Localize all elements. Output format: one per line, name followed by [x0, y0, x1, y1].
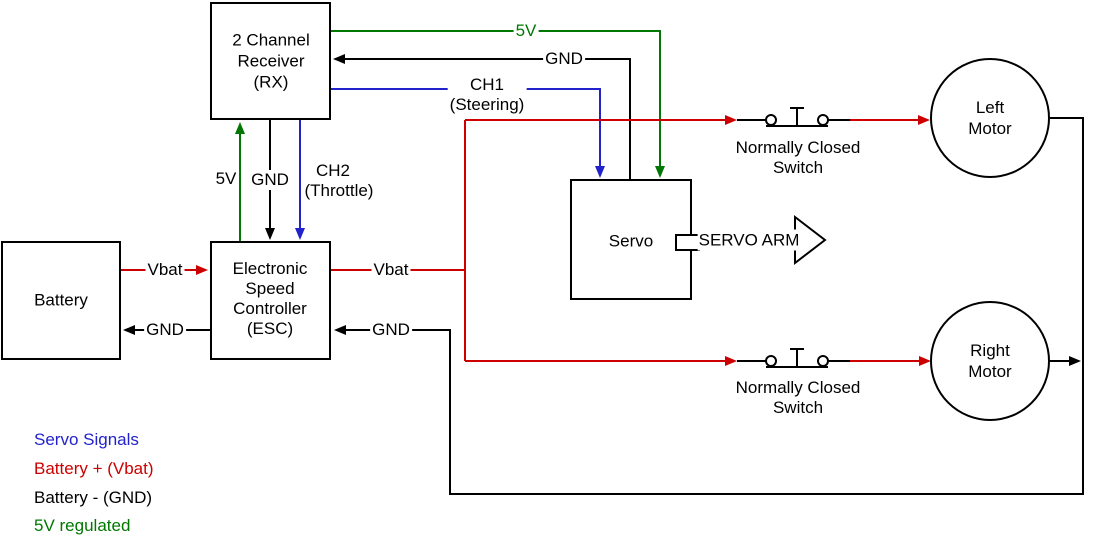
nc-switch-top [737, 107, 850, 127]
left-motor-label-line2: Motor [968, 119, 1012, 138]
left-motor-label: Left Motor [968, 97, 1011, 139]
right-motor-label-line1: Right [970, 341, 1010, 360]
label-gnd-battery: GND [144, 320, 186, 340]
battery-box [1, 241, 121, 360]
right-motor-label: Right Motor [968, 340, 1011, 382]
nc-switch-top-label-line2: Switch [772, 158, 824, 177]
label-vbat-battery: Vbat [145, 260, 185, 280]
label-ch1-line2: (Steering) [449, 95, 525, 114]
label-gnd-esc-out: GND [370, 320, 412, 340]
esc-label-line2: Speed [245, 279, 295, 298]
label-vbat-esc-out: Vbat [371, 260, 411, 280]
servo-label: Servo [608, 231, 654, 251]
receiver-label: 2 Channel Receiver (RX) [232, 30, 310, 93]
battery-label: Battery [34, 290, 88, 310]
wire-vbat-bottom-branch [465, 356, 931, 366]
wire-gnd-right-motor [1049, 356, 1081, 366]
label-gnd-left: GND [249, 170, 291, 190]
nc-switch-top-label: Normally Closed Switch [736, 138, 861, 178]
legend-battery-minus: Battery - (GND) [34, 488, 153, 507]
label-gnd-top: GND [543, 49, 585, 69]
wire-ch2-throttle [295, 120, 305, 240]
receiver-label-line2: Receiver [237, 51, 305, 71]
legend-5v-regulated: 5V regulated [34, 516, 131, 535]
wire-gnd-servo-to-rx [333, 54, 631, 179]
label-5v-top: 5V [513, 21, 539, 41]
label-ch2: CH2 [313, 161, 353, 181]
nc-switch-bottom-label: Normally Closed Switch [736, 378, 861, 418]
nc-switch-bottom-label-line1: Normally Closed [735, 378, 861, 397]
receiver-label-line1: 2 Channel [232, 30, 310, 50]
receiver-box [210, 2, 331, 120]
receiver-label-line3: (RX) [253, 72, 289, 92]
servo-arm-label: SERVO ARM [697, 229, 801, 251]
left-motor-label-line1: Left [975, 98, 1005, 117]
nc-switch-bottom-label-line2: Switch [772, 398, 824, 417]
esc-label-line3: Controller [233, 299, 307, 318]
label-5v-left: 5V [213, 169, 239, 189]
esc-label-line4: (ESC) [246, 319, 294, 338]
nc-switch-bottom [737, 348, 850, 368]
wire-gnd-motor-loop [334, 117, 1084, 495]
legend-servo-signals: Servo Signals [34, 430, 139, 449]
nc-switch-top-label-line1: Normally Closed [735, 138, 861, 157]
esc-label-line1: Electronic [232, 259, 308, 278]
esc-label: Electronic Speed Controller (ESC) [233, 259, 308, 339]
label-ch2-sub: (Throttle) [302, 181, 376, 201]
label-ch1-line1: CH1 [469, 75, 505, 94]
esc-box [210, 241, 331, 360]
right-motor-label-line2: Motor [968, 362, 1012, 381]
servo-horn [675, 234, 700, 251]
wire-vbat-top-branch [465, 115, 930, 125]
legend-battery-plus: Battery + (Vbat) [34, 459, 154, 478]
label-ch1: CH1 (Steering) [447, 75, 527, 115]
